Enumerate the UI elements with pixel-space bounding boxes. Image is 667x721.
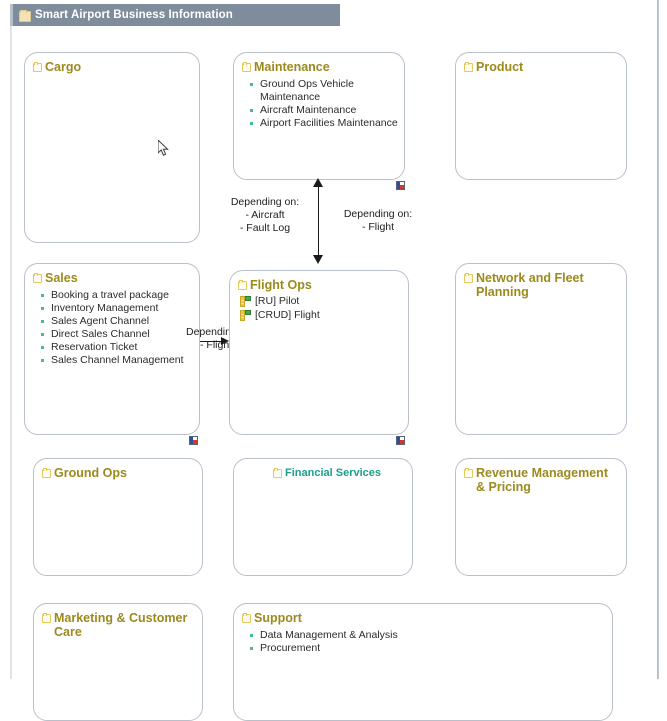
folder-icon	[19, 10, 31, 22]
package-title: Product	[476, 60, 524, 74]
package-header: Product	[456, 53, 626, 74]
package-folder-icon	[33, 62, 44, 73]
package-product[interactable]: Product	[455, 52, 627, 180]
package-cargo[interactable]: Cargo	[24, 52, 200, 243]
connector-label-line: - Flight	[361, 221, 395, 233]
package-header: Flight Ops	[230, 271, 408, 292]
package-revenue-management-and-pricing[interactable]: Revenue Management & Pricing	[455, 458, 627, 576]
right-scroll-divider[interactable]	[657, 0, 659, 679]
package-title: Flight Ops	[250, 278, 312, 292]
package-title: Cargo	[45, 60, 82, 74]
package-network-and-fleet-planning[interactable]: Network and Fleet Planning	[455, 263, 627, 435]
connector-label-line: Depending on:	[343, 208, 413, 220]
package-badge-icon[interactable]	[396, 181, 405, 190]
window-title: Smart Airport Business Information	[35, 9, 233, 21]
list-item[interactable]: Inventory Management	[25, 302, 199, 315]
connector-arrowhead-down	[313, 255, 323, 264]
package-title: Sales	[45, 271, 78, 285]
package-badge-icon[interactable]	[189, 436, 198, 445]
package-maintenance[interactable]: Maintenance Ground Ops Vehicle Maintenan…	[233, 52, 405, 180]
list-item[interactable]: Procurement	[234, 642, 612, 655]
connector-label-line: Depending on:	[230, 196, 300, 208]
class-item[interactable]: [CRUD] Flight	[230, 309, 408, 322]
package-title: Maintenance	[254, 60, 330, 74]
connector-line[interactable]	[200, 341, 222, 342]
package-header: Revenue Management & Pricing	[456, 459, 626, 494]
package-folder-icon	[238, 280, 249, 291]
package-badge-icon[interactable]	[396, 436, 405, 445]
package-header: Financial Services	[234, 459, 412, 480]
list-item[interactable]: Sales Channel Management	[25, 354, 199, 367]
package-title: Ground Ops	[54, 466, 127, 480]
package-marketing-and-customer-care[interactable]: Marketing & Customer Care	[33, 603, 203, 721]
list-item[interactable]: Booking a travel package	[25, 289, 199, 302]
package-header: Cargo	[25, 53, 199, 74]
package-header: Support	[234, 604, 612, 625]
list-item[interactable]: Airport Facilities Maintenance	[234, 117, 404, 130]
package-folder-icon	[464, 62, 475, 73]
package-class-list: [RU] Pilot [CRUD] Flight	[230, 295, 408, 322]
package-ground-ops[interactable]: Ground Ops	[33, 458, 203, 576]
class-item[interactable]: [RU] Pilot	[230, 295, 408, 308]
package-item-list: Ground Ops Vehicle Maintenance Aircraft …	[234, 78, 404, 130]
connector-label-left: Depending on: - Aircraft - Fault Log	[222, 196, 308, 235]
package-folder-icon	[242, 613, 253, 624]
connector-arrowhead-up	[313, 178, 323, 187]
package-folder-icon	[42, 613, 53, 624]
data-class-icon	[240, 310, 251, 321]
package-folder-icon	[464, 468, 475, 479]
connector-label-line: - Fault Log	[239, 222, 291, 234]
package-header: Network and Fleet Planning	[456, 264, 626, 299]
connector-label-line: Depending on:	[186, 326, 231, 338]
package-title: Support	[254, 611, 302, 625]
package-folder-icon	[273, 468, 284, 479]
package-header: Sales	[25, 264, 199, 285]
package-header: Marketing & Customer Care	[34, 604, 202, 639]
list-item[interactable]: Sales Agent Channel	[25, 315, 199, 328]
window-title-bar: Smart Airport Business Information	[10, 4, 340, 26]
list-item[interactable]: Aircraft Maintenance	[234, 104, 404, 117]
frame-left-edge	[10, 26, 12, 679]
package-title: Network and Fleet Planning	[476, 271, 584, 299]
package-title: Financial Services	[285, 467, 381, 479]
package-flight-ops[interactable]: Flight Ops [RU] Pilot [CRUD] Flight	[229, 270, 409, 435]
package-item-list: Data Management & Analysis Procurement	[234, 629, 612, 655]
connector-arrowhead-right	[221, 337, 229, 345]
list-item[interactable]: Reservation Ticket	[25, 341, 199, 354]
package-header: Maintenance	[234, 53, 404, 74]
package-title: Marketing & Customer Care	[54, 611, 188, 639]
list-item[interactable]: Direct Sales Channel	[25, 328, 199, 341]
package-header: Ground Ops	[34, 459, 202, 480]
data-class-icon	[240, 296, 251, 307]
connector-label-line: - Aircraft	[245, 209, 285, 221]
class-item-label: [CRUD] Flight	[255, 309, 320, 321]
package-folder-icon	[42, 468, 53, 479]
connector-label-right: Depending on: - Flight	[333, 208, 423, 234]
package-item-list: Booking a travel package Inventory Manag…	[25, 289, 199, 367]
class-item-label: [RU] Pilot	[255, 295, 300, 307]
package-financial-services[interactable]: Financial Services	[233, 458, 413, 576]
package-title: Revenue Management & Pricing	[476, 466, 608, 494]
package-folder-icon	[33, 273, 44, 284]
connector-line[interactable]	[318, 182, 319, 261]
package-sales[interactable]: Sales Booking a travel package Inventory…	[24, 263, 200, 435]
list-item[interactable]: Ground Ops Vehicle Maintenance	[234, 78, 404, 104]
package-folder-icon	[242, 62, 253, 73]
package-folder-icon	[464, 273, 475, 284]
list-item[interactable]: Data Management & Analysis	[234, 629, 612, 642]
package-support[interactable]: Support Data Management & Analysis Procu…	[233, 603, 613, 721]
